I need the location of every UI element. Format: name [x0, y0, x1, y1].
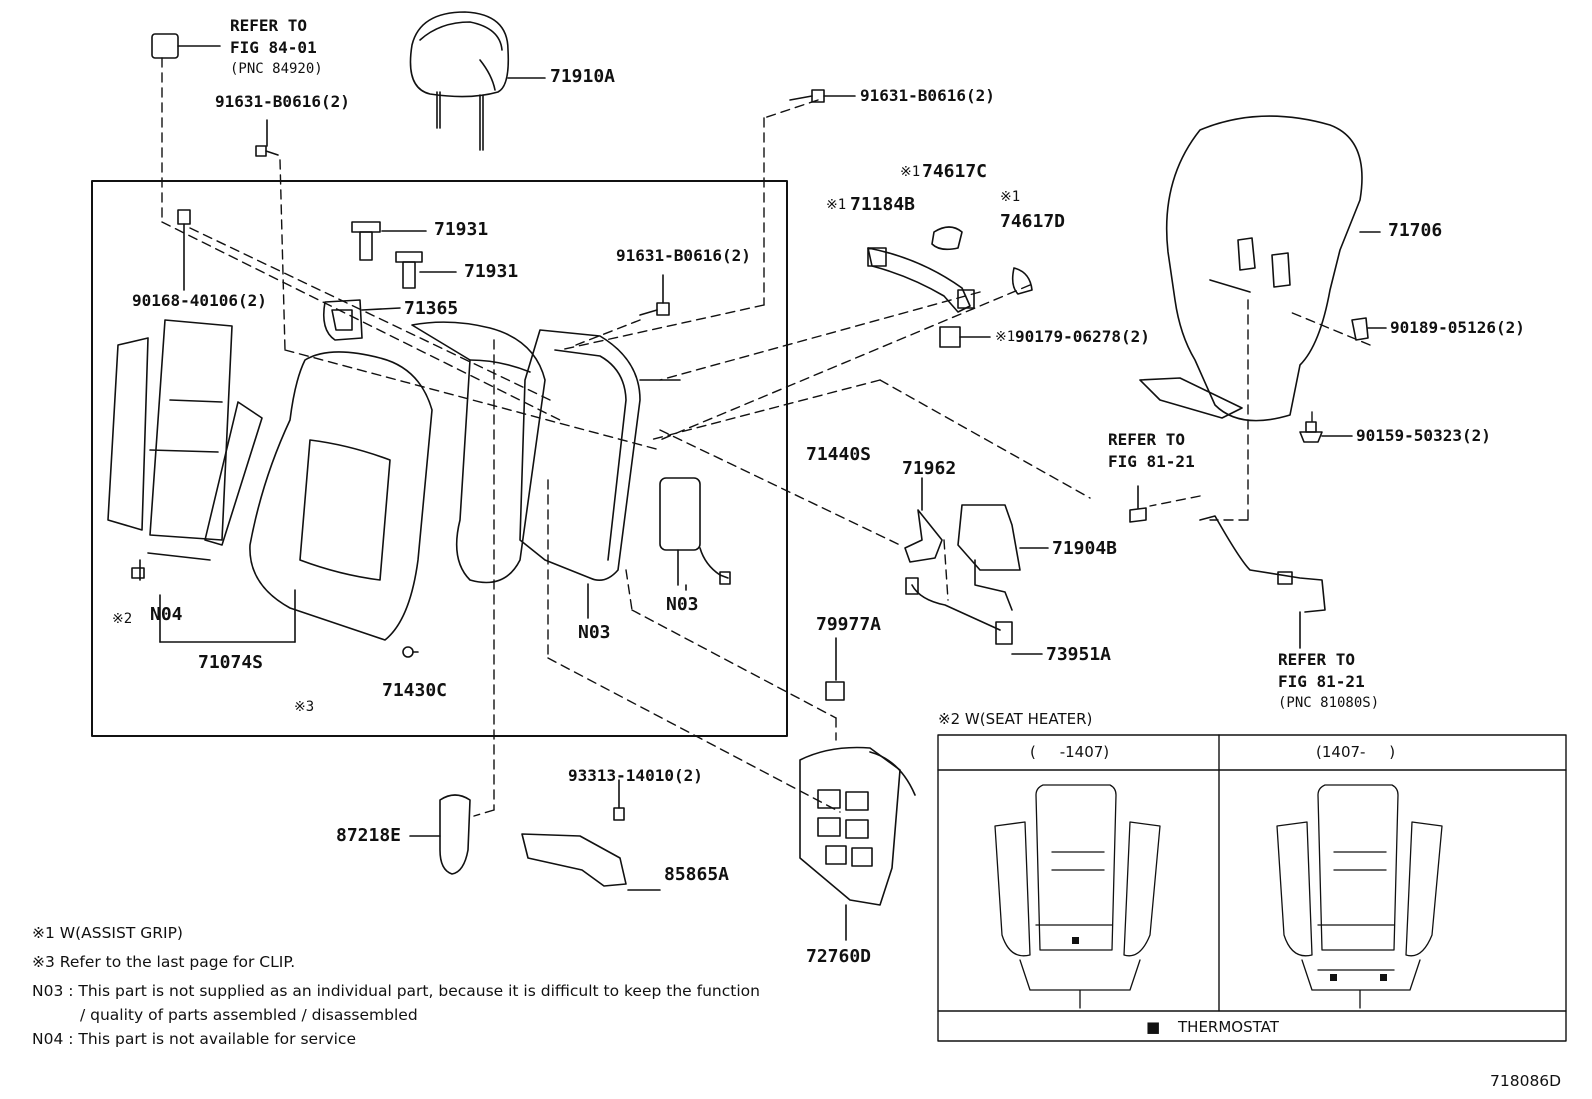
part-87218E: 87218E	[336, 825, 402, 846]
ref-81-21-mid-line2: FIG 81-21	[1108, 452, 1195, 471]
part-74617C: 74617C	[922, 161, 988, 182]
bolt-91631-mid	[639, 274, 670, 316]
mark-1-74617D: ※1	[1000, 189, 1021, 205]
ref-84-01-line1: REFER TO	[230, 16, 308, 35]
part-90159: 90159-50323(2)	[1356, 426, 1491, 445]
ref-84-01-line2: FIG 84-01	[230, 38, 317, 57]
clip-90179	[939, 326, 991, 348]
note-clip: ※3 Refer to the last page for CLIP.	[32, 953, 296, 971]
part-90179: 90179-06278(2)	[1015, 327, 1150, 346]
bracket-71365	[322, 299, 401, 341]
part-71074S: 71074S	[198, 652, 264, 673]
part-n03-module: N03	[666, 594, 699, 615]
part-90168: 90168-40106(2)	[132, 291, 267, 310]
note-n03-line2: / quality of parts assembled / disassemb…	[80, 1006, 418, 1024]
part-71365: 71365	[404, 298, 459, 319]
part-n04: N04	[150, 604, 183, 625]
ref-84-01-line3: (PNC 84920)	[230, 61, 323, 77]
bolt-90168	[177, 209, 191, 291]
part-91631-top: 91631-B0616(2)	[860, 86, 995, 105]
clip-79977A	[825, 637, 845, 701]
back-board-71706	[1139, 115, 1381, 422]
clip-84920	[151, 33, 221, 59]
part-91631-mid: 91631-B0616(2)	[616, 246, 751, 265]
part-72760D: 72760D	[806, 946, 872, 967]
ref-81-21-bot-line2: FIG 81-21	[1278, 672, 1365, 691]
assist-grip-71184B	[867, 247, 975, 313]
harness-81080S	[1199, 515, 1326, 649]
mark-1-90179: ※1	[995, 329, 1016, 345]
side-module-n03	[659, 477, 731, 586]
bolt-91631-top	[789, 89, 856, 103]
screw-81-21	[1129, 485, 1147, 523]
thermostat-marks	[1072, 937, 1387, 981]
note-n03-line1: N03 : This part is not supplied as an in…	[32, 982, 760, 1000]
ref-81-21-bot-line3: (PNC 81080S)	[1278, 695, 1380, 711]
part-71184B: 71184B	[850, 194, 916, 215]
part-71962: 71962	[902, 458, 957, 479]
part-71931-b: 71931	[464, 261, 519, 282]
part-74617D: 74617D	[1000, 211, 1066, 232]
part-71904B: 71904B	[1052, 538, 1118, 559]
dashed-guides	[161, 57, 1371, 817]
seat-heater-col-left: ( -1407)	[1030, 743, 1110, 761]
ref-81-21-mid-line1: REFER TO	[1108, 430, 1186, 449]
part-71931-a: 71931	[434, 219, 489, 240]
thermostat-legend-symbol: ■	[1146, 1018, 1161, 1036]
heater-layout-right	[1276, 784, 1443, 1009]
mark-1-74617C: ※1	[900, 164, 921, 180]
clip-90189	[1351, 317, 1387, 341]
cover-74617D	[1011, 267, 1033, 295]
heater-72760D	[799, 746, 916, 941]
part-71440S: 71440S	[806, 444, 872, 465]
part-79977A: 79977A	[816, 614, 882, 635]
mark-1-71184B: ※1	[826, 197, 847, 213]
clip-90159	[1299, 421, 1353, 443]
part-73951A: 73951A	[1046, 644, 1112, 665]
mark-2-n04: ※2	[112, 611, 133, 627]
seat-heater-col-right: (1407- )	[1316, 743, 1396, 761]
pin-71931-b	[395, 251, 457, 289]
ref-81-21-bot-line1: REFER TO	[1278, 650, 1356, 669]
pin-71931-a	[351, 221, 427, 261]
part-93313: 93313-14010(2)	[568, 766, 703, 785]
part-71706: 71706	[1388, 220, 1443, 241]
seat-heater-title: ※2 W(SEAT HEATER)	[938, 710, 1093, 728]
thermostat-legend-label: THERMOSTAT	[1178, 1018, 1279, 1036]
part-71910A: 71910A	[550, 66, 616, 87]
heater-pad-n04	[107, 319, 263, 581]
seatback-assembly-box	[91, 180, 788, 737]
note-assist-grip: ※1 W(ASSIST GRIP)	[32, 924, 183, 942]
duct-87218E	[409, 794, 471, 875]
duct-85865A	[521, 833, 661, 891]
seatback-pad	[402, 321, 546, 658]
lumbar-71904B	[957, 504, 1049, 611]
cover-74617C	[931, 226, 963, 251]
part-n03-frame: N03	[578, 622, 611, 643]
part-91631-left: 91631-B0616(2)	[215, 92, 350, 111]
seat-heater-table	[937, 734, 1567, 1042]
headrest-71910A	[409, 11, 546, 151]
seatback-cover-71074S	[159, 351, 433, 643]
screw-93313	[613, 779, 625, 821]
seatback-frame-71440S	[519, 329, 681, 581]
part-71430C: 71430C	[382, 680, 448, 701]
bolt-91631-left	[255, 119, 279, 157]
diagram-id: 718086D	[1490, 1072, 1562, 1090]
heater-layout-left	[994, 784, 1161, 1009]
note-n04: N04 : This part is not available for ser…	[32, 1030, 356, 1048]
cable-73951A	[905, 577, 1043, 655]
mark-3: ※3	[294, 699, 315, 715]
bracket-71962	[904, 477, 943, 563]
part-90189: 90189-05126(2)	[1390, 318, 1525, 337]
part-85865A: 85865A	[664, 864, 730, 885]
